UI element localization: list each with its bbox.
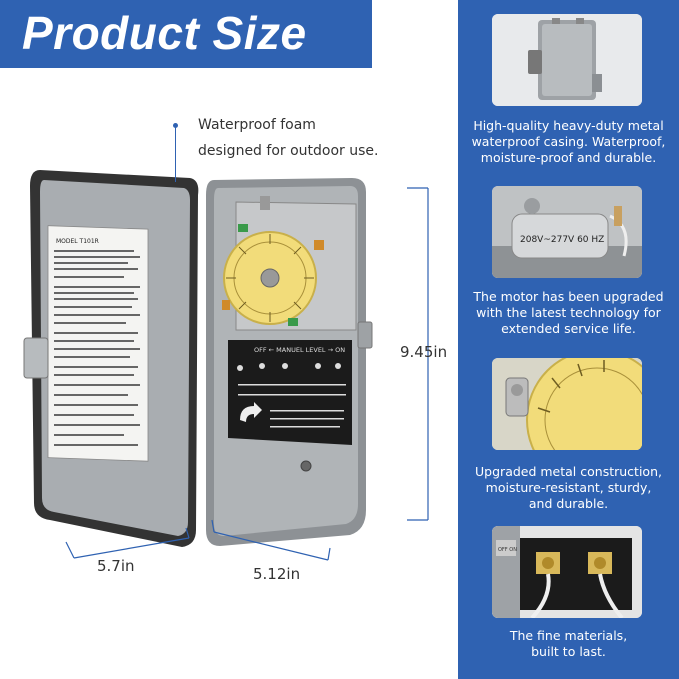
title-banner: Product Size (0, 0, 372, 68)
motor-voltage-label: 208V~277V 60 HZ (520, 235, 604, 245)
foam-callout-line (175, 126, 176, 182)
feature-image-terminals: OFF ON (492, 526, 642, 618)
height-dimension-label: 9.45in (400, 343, 448, 361)
page-title: Product Size (22, 7, 307, 59)
feature-image-casing (492, 14, 642, 106)
open-door: MODEL T101R (23, 170, 199, 547)
product-illustration: MODEL T101R (23, 170, 429, 561)
width-left-dimension-label: 5.7in (97, 557, 135, 575)
off-on-label: OFF ON (498, 547, 517, 553)
feature-text-3: Upgraded metal construction, moisture-re… (475, 464, 662, 511)
label-model-text: MODEL T101R (56, 238, 99, 245)
feature-text-1: High-quality heavy-duty metal waterproof… (471, 118, 666, 165)
foam-callout-dot (173, 123, 178, 128)
main-box: OFF ← MANUEL LEVEL → ON (206, 178, 373, 546)
feature-text-4: The fine materials, built to last. (509, 628, 628, 659)
width-right-dimension-label: 5.12in (253, 565, 301, 583)
feature-text-2: The motor has been upgraded with the lat… (473, 289, 664, 336)
feature-image-motor: 208V~277V 60 HZ (492, 186, 642, 278)
feature-panel: High-quality heavy-duty metal waterproof… (458, 0, 679, 679)
feature-image-dial (492, 358, 642, 450)
foam-annotation-line1: Waterproof foam (198, 117, 316, 133)
manual-level-text: OFF ← MANUEL LEVEL → ON (254, 346, 345, 354)
dimension-lines (65, 187, 429, 561)
foam-annotation-line2: designed for outdoor use. (198, 143, 379, 159)
